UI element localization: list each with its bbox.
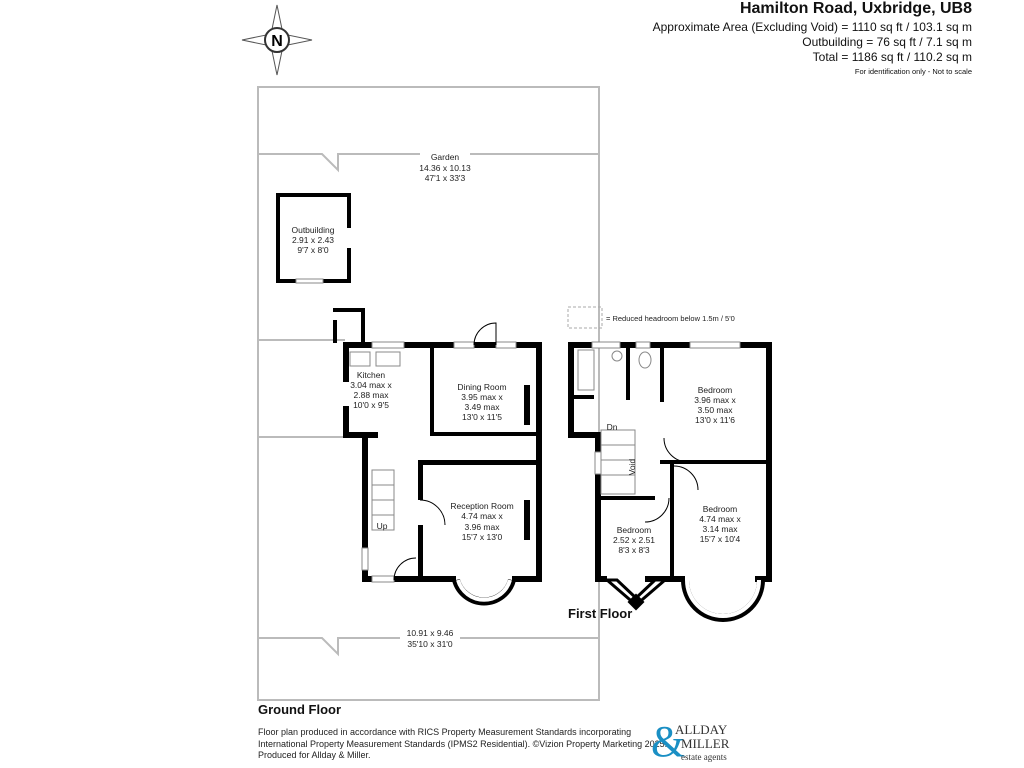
bedroom1-label: Bedroom <box>698 385 733 395</box>
dining-dim1: 3.95 max x <box>461 392 503 402</box>
ground-floor-plan: Kitchen 3.04 max x 2.88 max 10'0 x 9'5 D… <box>333 308 542 606</box>
plot-boundary <box>257 86 600 701</box>
kitchen-imperial: 10'0 x 9'5 <box>353 400 389 410</box>
area-line: Total = 1186 sq ft / 110.2 sq m <box>812 50 972 64</box>
bedroom1-imperial: 13'0 x 11'6 <box>695 415 735 425</box>
headroom-legend-text: = Reduced headroom below 1.5m / 5'0 <box>606 314 735 323</box>
reception-label: Reception Room <box>450 501 513 511</box>
footer-disclaimer: Floor plan produced in accordance with R… <box>258 727 758 762</box>
ground-floor-label: Ground Floor <box>258 702 342 717</box>
front-garden-imperial: 35'10 x 31'0 <box>407 639 453 649</box>
bedroom2-dim2: 3.14 max <box>703 524 739 534</box>
footer-line: Produced for Allday & Miller. <box>258 750 371 760</box>
garden-label: Garden <box>431 152 460 162</box>
bedroom2-label: Bedroom <box>703 504 738 514</box>
reception-imperial: 15'7 x 13'0 <box>462 532 503 542</box>
logo-line2: MILLER <box>681 736 730 751</box>
outbuilding: Outbuilding 2.91 x 2.43 9'7 x 8'0 <box>276 193 351 284</box>
compass-icon: N <box>241 4 313 76</box>
area-line: Outbuilding = 76 sq ft / 7.1 sq m <box>802 35 972 49</box>
bedroom3-dim1: 2.52 x 2.51 <box>613 535 655 545</box>
logo-line3: estate agents <box>681 752 727 762</box>
garden-imperial: 47'1 x 33'3 <box>425 173 466 183</box>
front-garden-metric: 10.91 x 9.46 <box>407 628 454 638</box>
area-line: Approximate Area (Excluding Void) = 1110… <box>652 20 972 34</box>
footer-line: International Property Measurement Stand… <box>258 738 668 749</box>
headroom-legend-swatch <box>567 306 603 329</box>
compass-label: N <box>271 33 283 50</box>
garden-metric: 14.36 x 10.13 <box>419 163 471 173</box>
first-floor-plan: Bedroom 3.96 max x 3.50 max 13'0 x 11'6 … <box>568 341 772 622</box>
kitchen-dim2: 2.88 max <box>354 390 390 400</box>
bedroom3-label: Bedroom <box>617 525 652 535</box>
void-label: Void <box>627 458 637 475</box>
dining-dim2: 3.49 max <box>465 402 501 412</box>
kitchen-dim1: 3.04 max x <box>350 380 392 390</box>
outbuilding-label: Outbuilding <box>291 225 334 235</box>
first-floor-label: First Floor <box>568 606 633 621</box>
garden-dimension-line <box>258 153 420 173</box>
kitchen-label: Kitchen <box>357 370 386 380</box>
logo-line1: ALLDAY <box>675 722 728 737</box>
dining-imperial: 13'0 x 11'5 <box>462 412 502 422</box>
stairs-up-label: Up <box>377 521 388 531</box>
stairs-down-label: Dn <box>607 422 618 432</box>
dining-label: Dining Room <box>457 382 506 392</box>
logo-ampersand: & <box>651 717 686 766</box>
bedroom1-dim1: 3.96 max x <box>694 395 736 405</box>
outbuilding-metric: 2.91 x 2.43 <box>292 235 334 245</box>
scale-note: For identification only - Not to scale <box>854 67 972 76</box>
front-dimension-line <box>258 637 400 657</box>
reception-dim1: 4.74 max x <box>461 511 503 521</box>
bedroom2-dim1: 4.74 max x <box>699 514 741 524</box>
bedroom1-dim2: 3.50 max <box>698 405 734 415</box>
allday-miller-logo: & ALLDAY MILLER estate agents <box>651 717 771 766</box>
property-title: Hamilton Road, Uxbridge, UB8 <box>739 0 972 17</box>
outbuilding-imperial: 9'7 x 8'0 <box>297 245 328 255</box>
footer-line: Floor plan produced in accordance with R… <box>258 727 632 737</box>
bedroom3-imperial: 8'3 x 8'3 <box>618 545 649 555</box>
bedroom2-imperial: 15'7 x 10'4 <box>700 534 741 544</box>
reception-dim2: 3.96 max <box>465 522 501 532</box>
